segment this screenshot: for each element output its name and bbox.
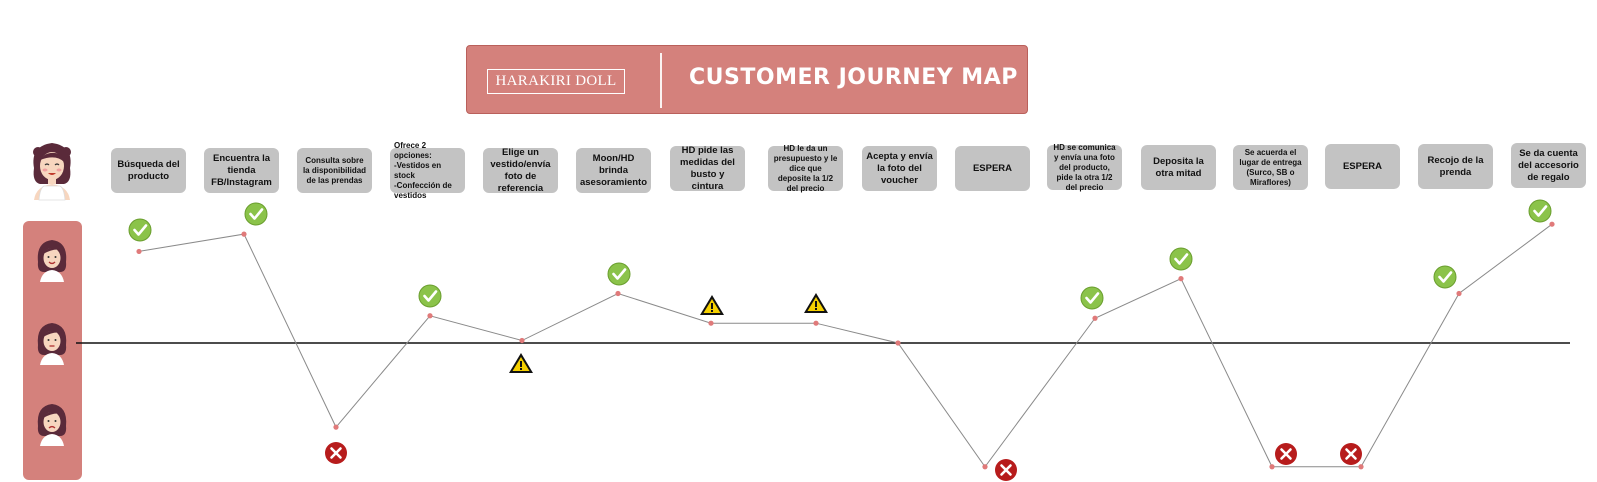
emotion-point xyxy=(333,424,339,430)
emotion-point xyxy=(1549,221,1555,227)
check-icon xyxy=(1433,265,1457,289)
stage-card: Se acuerda el lugar de entrega (Surco, S… xyxy=(1233,145,1308,190)
warning-icon xyxy=(700,295,724,315)
check-icon xyxy=(418,284,442,308)
happy-face-icon xyxy=(37,240,67,282)
stage-card: Deposita la otra mitad xyxy=(1141,145,1216,190)
check-icon xyxy=(1080,286,1104,310)
emotion-point xyxy=(519,337,525,344)
stage-card: ESPERA xyxy=(1325,144,1400,189)
cross-icon xyxy=(1340,443,1362,465)
emotion-point xyxy=(708,320,714,326)
check-icon xyxy=(1169,247,1193,271)
stage-card: Acepta y envía la foto del voucher xyxy=(862,146,937,191)
cross-icon xyxy=(995,459,1017,481)
warning-icon xyxy=(509,353,533,373)
stage-card: Encuentra la tienda FB/Instagram xyxy=(204,148,279,193)
stage-card: Se da cuenta del accesorio de regalo xyxy=(1511,143,1586,188)
emotion-point xyxy=(813,320,819,326)
stage-card: HD le da un presupuesto y le dice que de… xyxy=(768,144,843,193)
stage-card: ESPERA xyxy=(955,146,1030,191)
emotion-point xyxy=(1269,464,1275,470)
emotion-point xyxy=(982,464,988,470)
stage-card: Recojo de la prenda xyxy=(1418,144,1493,189)
emotion-point xyxy=(241,231,247,237)
sad-face-icon xyxy=(37,404,67,446)
emotion-point xyxy=(1178,276,1184,282)
cross-icon xyxy=(1275,443,1297,465)
persona-avatar-icon xyxy=(33,143,71,201)
emotion-line xyxy=(138,223,1553,468)
check-icon xyxy=(128,218,152,242)
check-icon xyxy=(1528,199,1552,223)
stage-card: Moon/HD brinda asesoramiento xyxy=(576,148,651,193)
page-title: CUSTOMER JOURNEY MAP xyxy=(689,65,1018,90)
stage-card: Ofrece 2 opciones: -Vestidos en stock -C… xyxy=(390,141,465,200)
check-icon xyxy=(244,202,268,226)
stage-card: HD pide las medidas del busto y cintura xyxy=(670,145,745,192)
header-banner: HARAKIRI DOLL CUSTOMER JOURNEY MAP xyxy=(466,45,1028,114)
stage-card: Búsqueda del producto xyxy=(111,148,186,193)
emotion-point xyxy=(615,290,621,297)
emotion-point xyxy=(1092,315,1098,321)
emotion-point xyxy=(895,340,901,346)
emotion-point xyxy=(1456,290,1462,297)
brand-logo: HARAKIRI DOLL xyxy=(487,69,625,94)
neutral-face-icon xyxy=(37,323,67,365)
cross-icon xyxy=(325,442,347,464)
warning-icon xyxy=(804,293,828,313)
stage-card: HD se comunica y envía una foto del prod… xyxy=(1047,143,1122,192)
emotion-point xyxy=(1358,464,1364,470)
banner-divider xyxy=(660,53,662,108)
check-icon xyxy=(607,262,631,286)
emotion-point xyxy=(427,313,433,319)
stage-card: Elige un vestido/envía foto de referenci… xyxy=(483,147,558,194)
emotion-point xyxy=(136,248,142,255)
stage-card: Consulta sobre la disponibilidad de las … xyxy=(297,148,372,193)
